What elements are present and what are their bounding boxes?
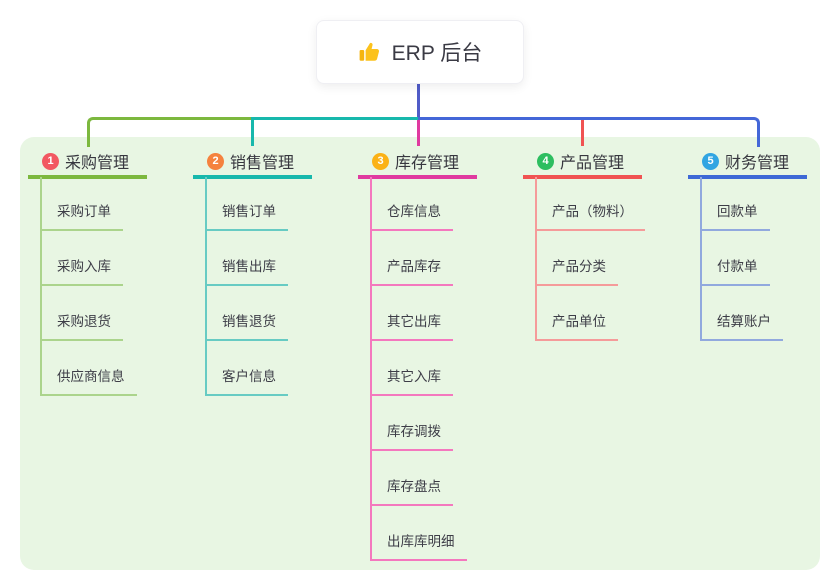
branch-title-2[interactable]: 2 销售管理 [193,147,312,179]
child-node[interactable]: 付款单 [700,257,770,286]
branch-children-connector [535,177,537,341]
branch-children-connector [40,177,42,396]
root-label: ERP 后台 [391,42,483,65]
branch-title-4[interactable]: 4 产品管理 [523,147,642,179]
child-node[interactable]: 销售退货 [205,312,288,341]
branch-number-badge: 1 [42,152,59,170]
child-node[interactable]: 采购订单 [40,202,123,231]
child-node[interactable]: 销售订单 [205,202,288,231]
branch2-drop-line [251,120,254,146]
child-node[interactable]: 结算账户 [700,312,783,341]
branch-title-5[interactable]: 5 财务管理 [688,147,807,179]
branch-children-connector [370,177,372,561]
child-node[interactable]: 供应商信息 [40,367,137,396]
child-node[interactable]: 出库库明细 [370,532,467,561]
branch-title-label: 销售管理 [230,155,295,172]
child-node[interactable]: 产品分类 [535,257,618,286]
child-node[interactable]: 库存调拨 [370,422,453,451]
branch-number-badge: 2 [207,152,224,170]
branch-number-badge: 3 [372,152,389,170]
child-node[interactable]: 库存盘点 [370,477,453,506]
child-node[interactable]: 采购入库 [40,257,123,286]
branch4-drop-line [581,120,584,146]
child-node[interactable]: 销售出库 [205,257,288,286]
branch-children-connector [205,177,207,396]
root-node[interactable]: ERP 后台 [316,20,524,84]
bus-left-corner [87,117,254,147]
branch-number-badge: 4 [537,152,554,170]
child-node[interactable]: 客户信息 [205,367,288,396]
root-connector-line [417,84,420,117]
branch-title-3[interactable]: 3 库存管理 [358,147,477,179]
child-node[interactable]: 仓库信息 [370,202,453,231]
branch-title-label: 库存管理 [395,155,460,172]
child-node[interactable]: 其它出库 [370,312,453,341]
branch-number-badge: 5 [702,152,719,170]
branch-title-label: 产品管理 [560,155,625,172]
branch3-drop-line [417,120,420,146]
bus-mid-segment [251,117,418,120]
branch-title-label: 财务管理 [725,155,790,172]
child-node[interactable]: 产品库存 [370,257,453,286]
branch-title-label: 采购管理 [65,155,130,172]
child-node[interactable]: 产品（物料） [535,202,645,231]
thumbs-up-icon [359,42,379,61]
child-node[interactable]: 产品单位 [535,312,618,341]
branch-children-connector [700,177,702,341]
child-node[interactable]: 其它入库 [370,367,453,396]
child-node[interactable]: 采购退货 [40,312,123,341]
branch-title-1[interactable]: 1 采购管理 [28,147,147,179]
bus-right-corner [418,117,760,147]
child-node[interactable]: 回款单 [700,202,770,231]
mindmap-panel [20,137,820,570]
